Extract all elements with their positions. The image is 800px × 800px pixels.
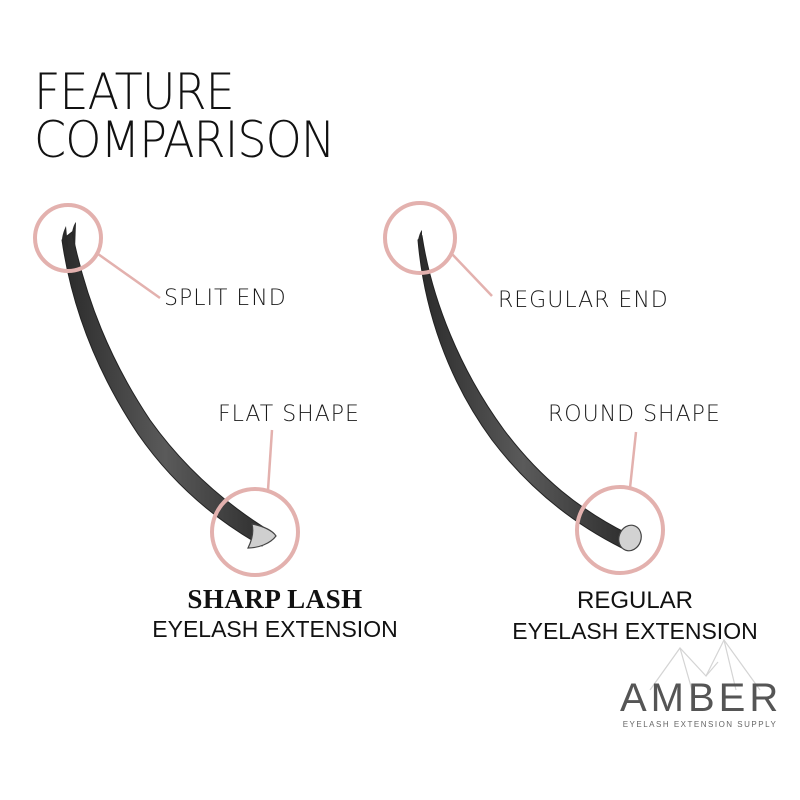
- regular-end-circle: [383, 201, 457, 275]
- split-end-label: SPLIT END: [164, 286, 287, 311]
- round-shape-leader: [628, 431, 638, 489]
- flat-shape-label: FLAT SHAPE: [218, 402, 360, 427]
- sharp-lash-body: [61, 231, 269, 547]
- callouts: [33, 201, 665, 577]
- flat-shape-leader: [266, 429, 274, 491]
- sharp-lash-caption: SHARP LASH EYELASH EXTENSION: [130, 584, 420, 644]
- round-cut-end: [618, 524, 642, 552]
- page-title: FEATURE COMPARISON: [34, 63, 335, 169]
- flat-cut-end: [247, 523, 277, 549]
- round-shape-label: ROUND SHAPE: [548, 402, 721, 427]
- split-end-leader: [97, 252, 161, 300]
- split-tip-a: [62, 226, 68, 248]
- brand-name: AMBER: [620, 676, 783, 720]
- regular-lash-body: [417, 234, 629, 549]
- regular-tip: [418, 230, 422, 246]
- regular-lash-caption: REGULAR EYELASH EXTENSION: [490, 586, 780, 646]
- title-line-2: COMPARISON: [34, 111, 335, 169]
- brand-mountain-icon: [649, 638, 761, 691]
- regular-lash-subtitle: EYELASH EXTENSION: [512, 618, 758, 644]
- split-tip-b: [72, 222, 76, 250]
- brand-tagline: EYELASH EXTENSION SUPPLY: [622, 720, 778, 729]
- regular-lash-title: REGULAR: [576, 587, 694, 614]
- title-line-1: FEATURE: [34, 63, 235, 121]
- sharp-lash-subtitle: EYELASH EXTENSION: [152, 616, 398, 642]
- flat-shape-circle: [210, 487, 300, 577]
- brand-logo: AMBER EYELASH EXTENSION SUPPLY: [620, 678, 780, 729]
- regular-lash: [417, 230, 642, 552]
- split-end-circle: [33, 203, 103, 273]
- regular-end-leader: [451, 253, 493, 297]
- round-shape-circle: [575, 485, 665, 575]
- sharp-lash-title: SHARP LASH: [187, 584, 363, 614]
- regular-end-label: REGULAR END: [498, 288, 669, 313]
- sharp-lash: [61, 222, 277, 549]
